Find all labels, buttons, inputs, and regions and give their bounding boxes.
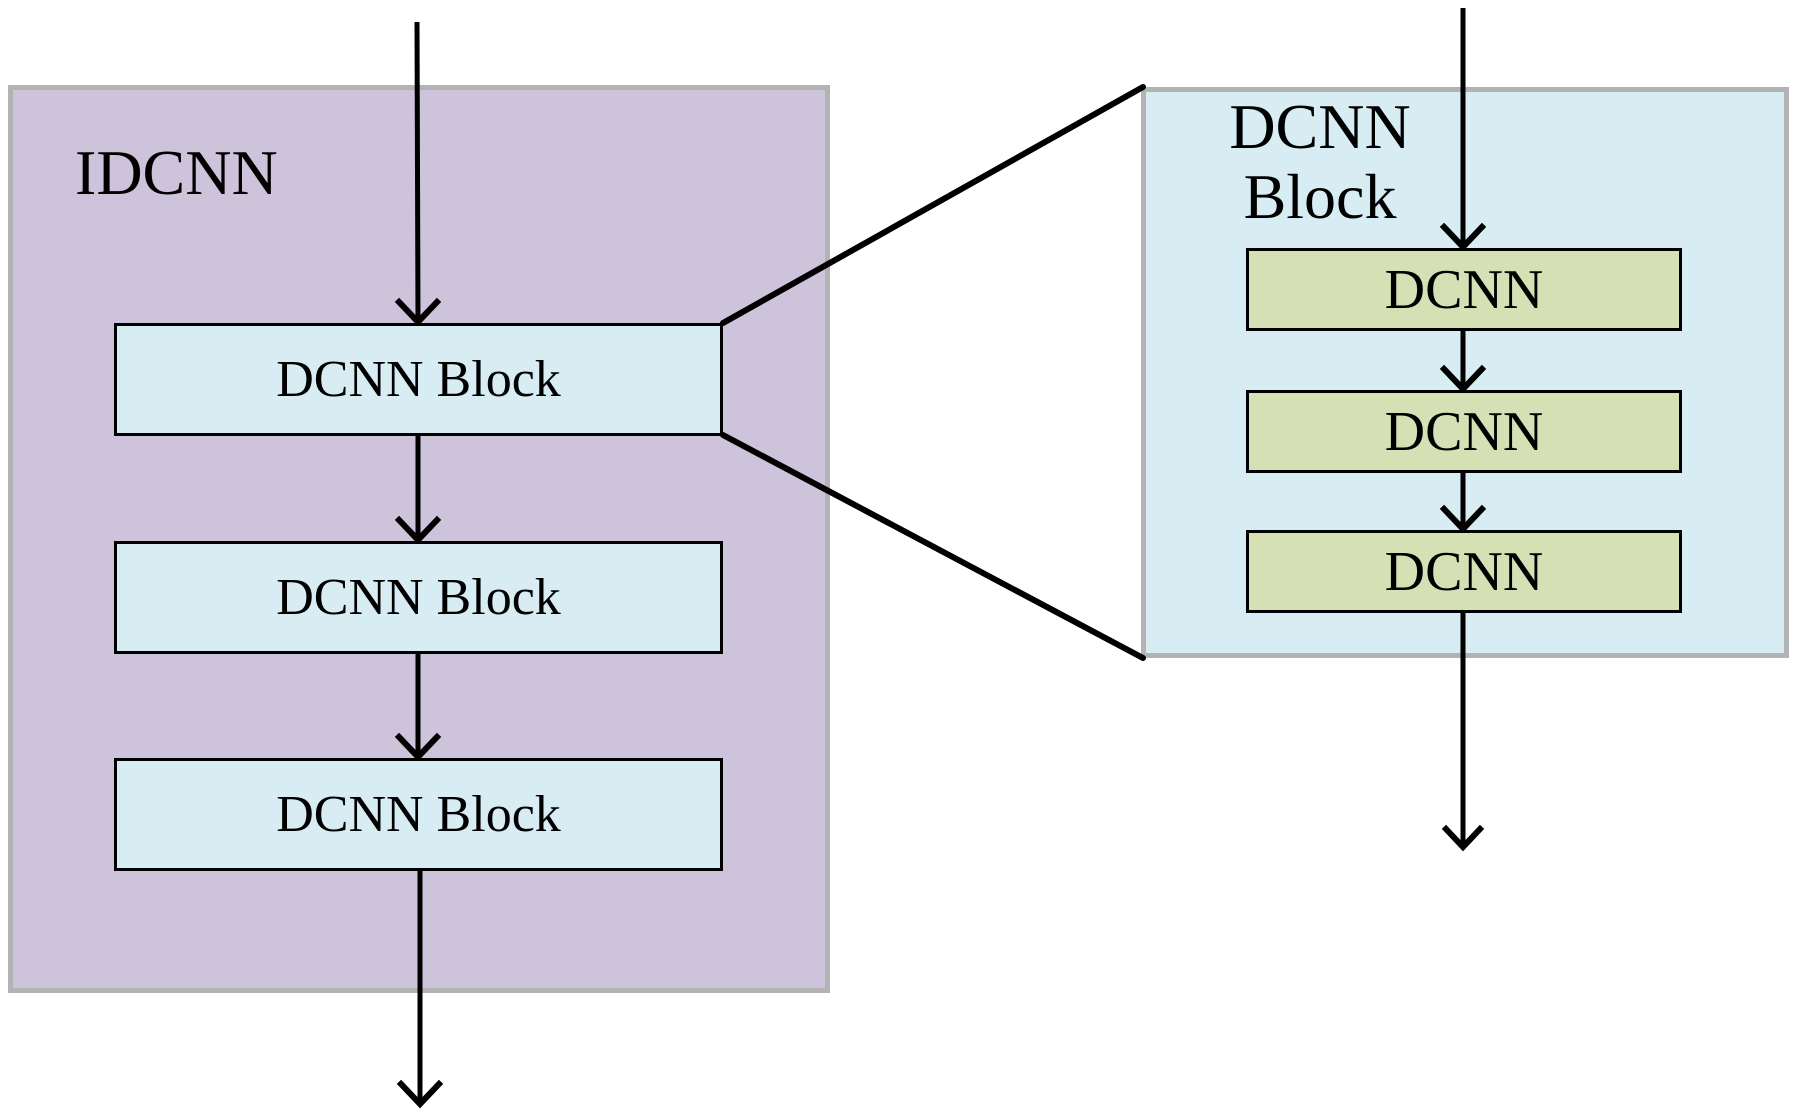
- dcnn-block-panel-title: DCNN Block: [1180, 92, 1460, 232]
- dcnn-box-2: DCNN: [1246, 390, 1682, 473]
- dcnn-block-panel-title-line2: Block: [1243, 161, 1397, 232]
- dcnn-box-1: DCNN: [1246, 248, 1682, 331]
- dcnn-block-box-3: DCNN Block: [114, 758, 723, 871]
- dcnn-block-box-1: DCNN Block: [114, 323, 723, 436]
- dcnn-box-3: DCNN: [1246, 530, 1682, 613]
- idcnn-panel-title: IDCNN: [75, 137, 278, 208]
- dcnn-block-box-2: DCNN Block: [114, 541, 723, 654]
- dcnn-block-panel-title-line1: DCNN: [1229, 91, 1411, 162]
